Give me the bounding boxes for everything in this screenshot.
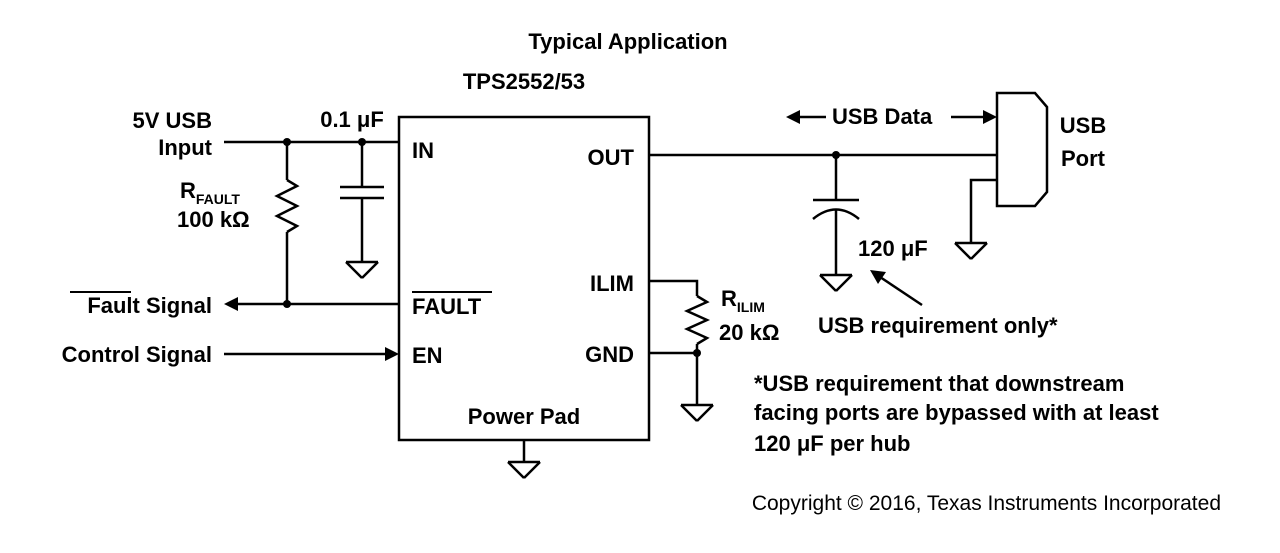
pin-en-label: EN xyxy=(412,343,443,368)
note-line2: facing ports are bypassed with at least xyxy=(754,400,1159,425)
chip-part-number: TPS2552/53 xyxy=(463,69,585,94)
usb-requirement-label: USB requirement only* xyxy=(818,313,1058,338)
en-arrowhead xyxy=(385,347,399,361)
fault-signal-label: Fault Signal xyxy=(87,293,212,318)
rfault-resistor xyxy=(274,178,300,234)
pin-out-label: OUT xyxy=(588,145,635,170)
usb-port-label-line2: Port xyxy=(1061,146,1106,171)
pin-in-label: IN xyxy=(412,138,434,163)
note-line3: 120 μF per hub xyxy=(754,431,911,456)
requirement-arrow-line xyxy=(879,275,923,307)
pin-ilim-label: ILIM xyxy=(590,271,634,296)
control-signal-label: Control Signal xyxy=(62,342,212,367)
power-pad-label: Power Pad xyxy=(468,404,580,429)
ground-symbol-cout xyxy=(819,273,853,292)
rilim-value: 20 kΩ xyxy=(719,320,779,345)
fault-arrowhead xyxy=(224,297,238,311)
ground-symbol-cin xyxy=(345,260,379,279)
ground-symbol-power-pad xyxy=(507,460,541,479)
ground-symbol-usb-port xyxy=(954,241,988,260)
pin-gnd-label: GND xyxy=(585,342,634,367)
cout-value: 120 μF xyxy=(858,236,928,261)
requirement-arrowhead xyxy=(870,270,886,284)
rfault-value: 100 kΩ xyxy=(177,207,250,232)
rfault-label: RFAULT xyxy=(180,178,240,207)
copyright-text: Copyright © 2016, Texas Instruments Inco… xyxy=(752,492,1221,515)
usb-port-connector xyxy=(995,91,1049,208)
diagram-title: Typical Application xyxy=(528,29,727,54)
usb-input-label-line2: Input xyxy=(158,135,212,160)
ilim-wire-top xyxy=(649,279,699,296)
rilim-resistor xyxy=(683,294,711,346)
usb-port-ground-wire xyxy=(969,178,997,243)
usb-data-left-arrowhead xyxy=(786,110,800,124)
usb-data-right-arrowhead xyxy=(983,110,997,124)
usb-port-label-line1: USB xyxy=(1060,113,1106,138)
pin-fault-label: FAULT xyxy=(412,294,482,319)
rilim-label: RILIM xyxy=(721,286,765,315)
usb-input-label-line1: 5V USB xyxy=(133,108,212,133)
note-line1: *USB requirement that downstream xyxy=(754,371,1124,396)
ground-symbol-gnd-pin xyxy=(680,403,714,422)
cout-plate-curved xyxy=(812,208,860,220)
cin-value: 0.1 μF xyxy=(320,107,384,132)
usb-data-label: USB Data xyxy=(832,104,933,129)
